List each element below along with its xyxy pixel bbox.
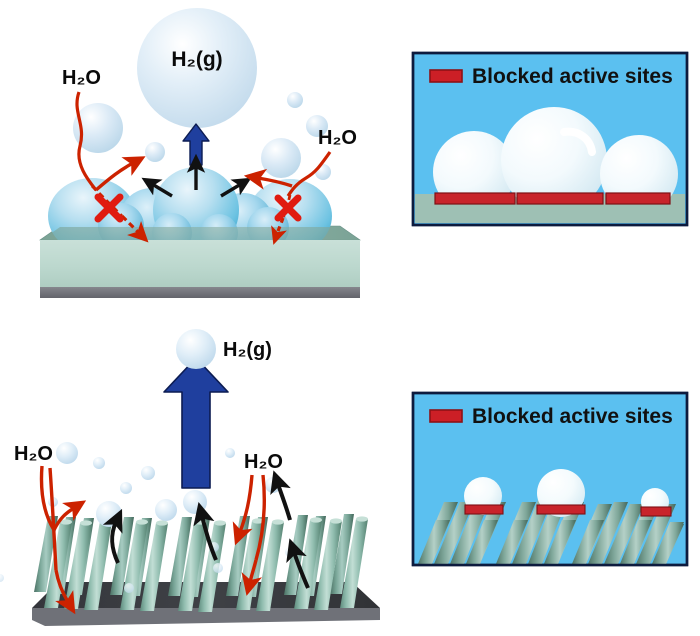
label-h2o-right-planar: H₂O	[318, 127, 357, 149]
panel-planar-film: H₂(g) H₂O	[0, 0, 400, 318]
bubble-h2-escaping	[176, 329, 216, 369]
inset-planar-blocked-bars	[434, 192, 671, 205]
planar-film-svg: H₂(g) H₂O	[39, 8, 361, 298]
blocked-bar	[536, 504, 586, 515]
blocked-bar	[640, 506, 672, 517]
inset-planar-blocked-sites: Blocked active sites	[411, 51, 689, 227]
blocked-bar	[605, 192, 671, 205]
blocked-cross-right	[274, 194, 302, 222]
panel-nanorod-array: H₂(g) H₂O	[0, 320, 400, 636]
bubble-growth-arrows	[141, 153, 252, 198]
water-path-right-nanorod	[232, 474, 267, 596]
bubble-escape-arrows	[102, 470, 310, 589]
label-h2-gas-nanorod: H₂(g)	[223, 339, 272, 361]
water-path-left-nanorod	[39, 465, 87, 615]
water-path-left	[75, 91, 149, 243]
nanorod-array-svg: H₂(g) H₂O	[0, 329, 380, 626]
legend-label-blocked: Blocked active sites	[472, 65, 673, 88]
inset-nanorod-svg: Blocked active sites	[411, 391, 689, 567]
free-bubbles	[73, 8, 331, 180]
blocked-cross-left	[94, 193, 124, 223]
inset-nanorod-blocked-bars	[464, 504, 672, 517]
blocked-bar	[516, 192, 604, 205]
legend-label-blocked: Blocked active sites	[472, 405, 673, 428]
blue-release-arrow-nanorod	[163, 357, 229, 489]
label-h2o-left-nanorod: H₂O	[14, 443, 53, 465]
legend-swatch-blocked	[429, 69, 463, 83]
blue-release-arrow-planar	[182, 123, 210, 166]
legend-planar: Blocked active sites	[429, 65, 673, 88]
inset-planar-svg: Blocked active sites	[411, 51, 689, 227]
inset-nanorods-front	[418, 520, 684, 564]
bubble-highlight	[560, 127, 596, 156]
bubble-h2-large	[137, 8, 257, 128]
blocked-bar	[464, 504, 504, 515]
inset-nanorod-blocked-sites: Blocked active sites	[411, 391, 689, 567]
legend-nanorod: Blocked active sites	[429, 405, 673, 428]
label-h2o-left-planar: H₂O	[62, 67, 101, 89]
legend-swatch-blocked	[429, 409, 463, 423]
label-h2o-right-nanorod: H₂O	[244, 451, 283, 473]
label-h2-gas-planar: H₂(g)	[171, 48, 222, 71]
blocked-bar	[434, 192, 516, 205]
